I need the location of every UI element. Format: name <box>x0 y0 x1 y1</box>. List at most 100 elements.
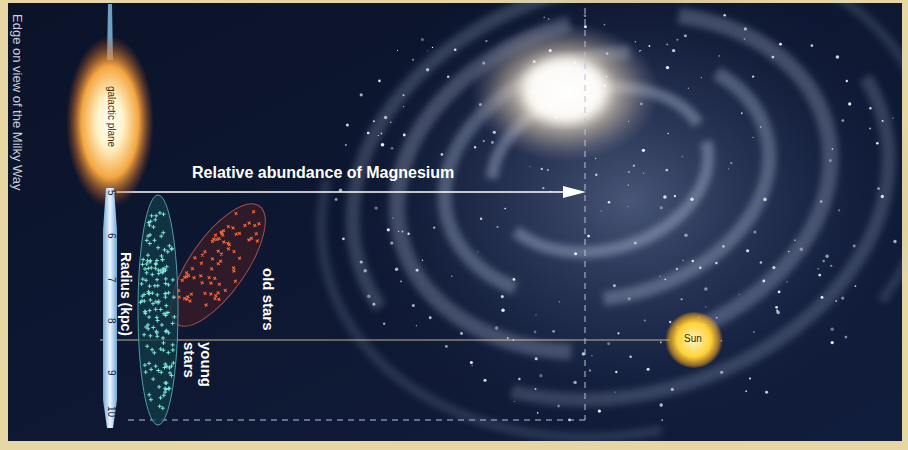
plane-label: galactic plane <box>106 86 118 147</box>
star-cross <box>167 291 171 295</box>
star <box>479 103 482 106</box>
star <box>830 265 832 267</box>
star <box>633 165 635 167</box>
star-cross <box>223 288 229 294</box>
star-cross <box>165 329 169 333</box>
star-cross <box>256 221 262 227</box>
star-cross <box>140 299 144 303</box>
star <box>788 251 790 253</box>
star-cross <box>187 298 193 304</box>
star <box>589 369 591 371</box>
star <box>543 17 545 19</box>
star <box>821 296 824 299</box>
sun-circle: Sun <box>665 312 723 368</box>
star <box>429 316 432 319</box>
star <box>672 49 675 52</box>
star <box>513 278 516 281</box>
star <box>760 261 762 263</box>
star <box>483 140 485 142</box>
star-cross <box>231 249 237 255</box>
star <box>613 284 616 287</box>
star-cross <box>156 319 160 323</box>
ellipse-group <box>138 195 178 425</box>
star-cross <box>184 274 190 280</box>
star-cross <box>203 302 209 308</box>
star-cross <box>159 308 163 312</box>
star <box>688 87 689 88</box>
star <box>360 260 363 263</box>
star-cross <box>146 327 150 331</box>
star <box>587 235 590 238</box>
star <box>643 172 645 174</box>
star-cross <box>143 267 147 271</box>
star-cross <box>221 239 227 245</box>
star-cross <box>150 273 154 277</box>
star <box>752 75 754 77</box>
star <box>800 248 804 252</box>
star-cross <box>185 294 191 300</box>
star <box>470 361 473 364</box>
star-cross <box>233 211 239 217</box>
star-cross <box>171 278 175 282</box>
star <box>640 102 643 105</box>
star <box>846 80 848 82</box>
star-cross <box>163 381 167 385</box>
star <box>372 303 375 306</box>
star <box>412 59 414 61</box>
star <box>779 43 782 46</box>
star <box>482 61 485 64</box>
star <box>412 304 415 307</box>
star <box>549 49 552 52</box>
star <box>639 50 640 51</box>
star-cross <box>252 223 258 229</box>
star-cross <box>165 364 169 368</box>
star <box>584 15 587 18</box>
star-cross <box>217 281 223 287</box>
star <box>617 332 619 334</box>
star <box>635 41 637 43</box>
star-cross <box>251 209 257 215</box>
star <box>628 297 631 300</box>
star <box>728 168 729 169</box>
star-cross <box>231 268 237 274</box>
star <box>627 206 628 207</box>
star-cross <box>163 295 167 299</box>
star-cross <box>219 230 225 236</box>
star <box>776 311 780 315</box>
star-cross <box>164 304 168 308</box>
star-cross <box>154 262 158 266</box>
star-cross <box>161 336 165 340</box>
star-cross <box>167 387 171 391</box>
star-cross <box>147 361 151 365</box>
star-cross <box>155 315 159 319</box>
star-cross <box>153 284 157 288</box>
star-cross <box>253 231 259 237</box>
star-cross <box>146 253 150 257</box>
star-cross <box>166 250 170 254</box>
star-cross <box>156 369 160 373</box>
star <box>720 371 723 374</box>
star-cross <box>164 313 168 317</box>
star <box>493 131 496 134</box>
star <box>601 210 602 211</box>
spiral-arm <box>305 0 908 450</box>
star-cross <box>148 223 152 227</box>
star-cross <box>144 370 148 374</box>
star-cross <box>163 390 167 394</box>
star <box>640 50 641 51</box>
star <box>471 365 473 367</box>
star-cross <box>255 238 261 244</box>
star <box>818 274 821 277</box>
star <box>893 240 896 243</box>
star-cross <box>146 291 150 295</box>
abundance-axis <box>110 191 566 193</box>
star-cross <box>162 341 166 345</box>
star <box>701 77 702 78</box>
star-cross <box>141 262 145 266</box>
star <box>548 18 550 20</box>
star-cross <box>209 266 215 272</box>
star <box>739 294 740 295</box>
star <box>682 156 684 158</box>
star-cross <box>145 271 149 275</box>
star <box>771 56 774 59</box>
